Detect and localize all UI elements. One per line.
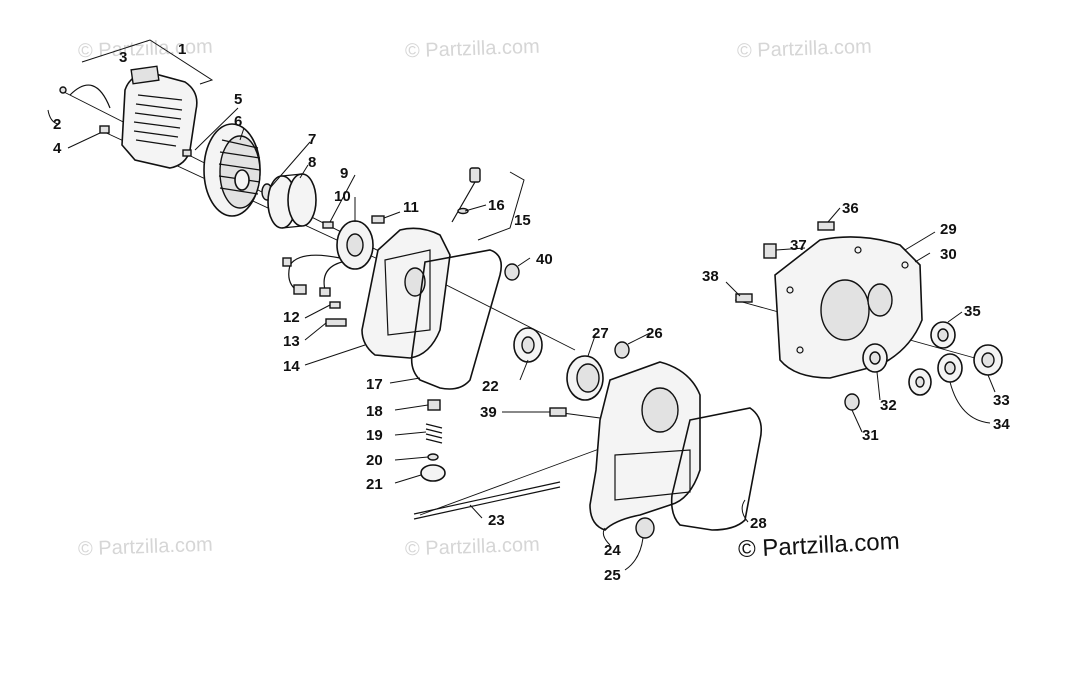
callout-label: 32 [880,397,897,414]
screw-part [182,149,192,157]
spring-part [425,423,443,444]
callout-label: 5 [234,91,242,108]
callout-label: 21 [366,476,383,493]
callout-label: 22 [482,378,499,395]
callout-label: 1 [178,41,186,58]
case-bolt-holes [786,246,909,354]
callout-label: 15 [514,212,531,229]
cap-part [420,464,446,482]
bearing-ring-inner [576,363,600,393]
bolt-part [735,293,753,303]
callout-label: 33 [993,392,1010,409]
callout-label: 10 [334,188,351,205]
gasket-part [670,407,763,531]
group-bracket [81,39,214,85]
connector-part [319,287,331,297]
callout-label: 16 [488,197,505,214]
callout-label: 18 [366,403,383,420]
stud-bolt-part [413,481,561,515]
oil-seal-inner [521,336,535,354]
callout-label: 20 [366,452,383,469]
callout-label: 31 [862,427,879,444]
cover-recess [384,249,431,336]
callout-label: 24 [604,542,621,559]
gasket-part [410,249,503,390]
screw-part [371,215,385,224]
callout-label: 26 [646,325,663,342]
callout-label: 6 [234,113,242,130]
washer-part [427,453,439,461]
callout-label: 11 [403,199,419,216]
o-ring-part [457,207,469,215]
dowel-pin-part [504,263,520,281]
callout-label: 30 [940,246,957,263]
cover-boss [404,267,426,297]
stator-wire [323,261,343,291]
left-crankcase-cover-part [361,227,451,359]
crankcase-flange [614,449,691,501]
callout-label: 29 [940,221,957,238]
callout-label: 8 [308,154,316,171]
callout-label: 35 [964,303,981,320]
callout-label: 4 [53,140,62,157]
callout-label: 40 [536,251,553,268]
screw-part [322,221,334,229]
fan-cover-grille [133,94,183,147]
bolt-part [549,407,567,417]
callout-label: 25 [604,567,621,584]
screw-part [99,125,110,134]
stator-center [346,233,364,257]
callout-label: 2 [53,116,61,133]
dipstick-rod [451,181,476,223]
callout-label: 23 [488,512,505,529]
case-bore [867,283,893,317]
dowel-pin-part [635,517,655,539]
connector-part [282,257,292,267]
screw-part [325,318,347,327]
callout-label: 34 [993,416,1010,433]
callout-label: 37 [790,237,807,254]
callout-label: 7 [308,131,316,148]
callout-label: 3 [119,49,127,66]
callout-label: 14 [283,358,300,375]
callout-label: 39 [480,404,497,421]
stud-bolt-part [413,486,561,520]
label-decal-part [130,65,160,85]
rotor-face [287,173,317,227]
crankcase-bore [641,387,679,433]
bolt-part [817,221,835,231]
callout-label: 36 [842,200,859,217]
assembly-axis-line [419,444,611,516]
group-bracket [477,171,525,241]
dowel-pin-part [844,393,860,411]
fitting-part [763,243,777,259]
screw-part [59,86,67,94]
dowel-pin-part [614,341,630,359]
plug-part [427,399,441,411]
clip-part [69,84,111,109]
callout-labels: 1 2 3 4 5 6 7 8 9 10 11 12 13 14 15 16 1… [53,41,1010,584]
callout-label: 19 [366,427,383,444]
callout-label: 38 [702,268,719,285]
callout-label: 17 [366,376,383,393]
flywheel-hub [234,169,250,191]
screw-part [329,301,341,309]
leader-lines [47,107,996,571]
callout-label: 12 [283,309,300,326]
dipstick-cap-part [469,167,481,183]
callout-label: 28 [750,515,767,532]
callout-label: 9 [340,165,348,182]
callout-label: 13 [283,333,300,350]
case-bore [820,279,870,341]
connector-part [293,284,307,295]
callout-label: 27 [592,325,609,342]
